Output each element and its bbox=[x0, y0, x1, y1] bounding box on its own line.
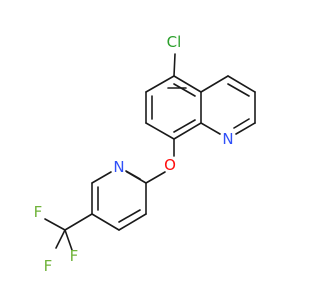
bond-cf3-f2 bbox=[64, 229, 73, 251]
bond-c2-n1-inner bbox=[233, 118, 250, 129]
bond-c5-cl bbox=[173, 53, 176, 77]
atom-labels: Cl N O N F F F bbox=[34, 33, 234, 275]
fluorine-label-1: F bbox=[34, 203, 43, 221]
bond-c7-c8 bbox=[145, 122, 175, 140]
chemical-structure: Cl N O N F F F bbox=[34, 33, 256, 275]
bond-c4a-c5-inner bbox=[173, 83, 196, 97]
fluorine-label-2: F bbox=[70, 247, 79, 265]
bond-n-c6p bbox=[91, 171, 112, 184]
bonds bbox=[44, 53, 256, 251]
pyridine-nitrogen-label: N bbox=[113, 158, 124, 176]
bond-c5p-c4p bbox=[91, 213, 120, 231]
bond-c4p-c3p-inner bbox=[118, 209, 141, 223]
bond-cf3-f3 bbox=[55, 229, 66, 249]
bond-c4a-c4 bbox=[200, 75, 229, 93]
bond-c2-n1 bbox=[235, 122, 256, 135]
bond-cf3-f1 bbox=[44, 218, 66, 231]
bond-c5p-cf3 bbox=[64, 213, 93, 231]
bond-c8-c8a bbox=[173, 122, 202, 140]
bond-c4-c3 bbox=[227, 75, 256, 93]
chlorine-label: Cl bbox=[167, 33, 182, 51]
ether-oxygen-label: O bbox=[164, 156, 176, 174]
bond-n1-c8a bbox=[200, 122, 221, 135]
bond-c4a-c5-ring bbox=[173, 75, 202, 93]
bond-c8-c8a-inner bbox=[173, 119, 196, 133]
bond-o-c2p bbox=[145, 171, 166, 184]
bond-c5-c6 bbox=[145, 75, 175, 93]
bond-c2p-n-inner bbox=[125, 170, 141, 180]
bond-c4p-c3p bbox=[118, 213, 147, 231]
quinoline-nitrogen-label: N bbox=[222, 130, 233, 148]
bond-c4-c3-inner bbox=[227, 83, 250, 97]
fluorine-label-3: F bbox=[44, 257, 53, 275]
